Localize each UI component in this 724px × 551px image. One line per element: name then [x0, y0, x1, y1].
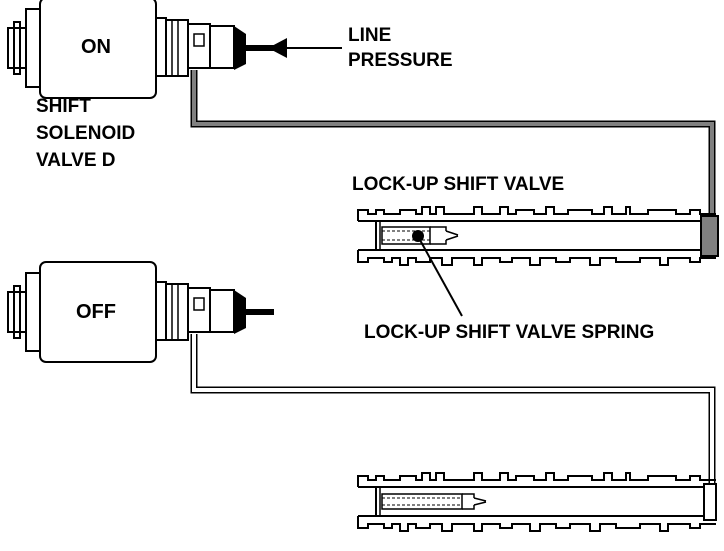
line-pressure-label-2: PRESSURE [348, 50, 453, 71]
lockup-shift-valve-title: LOCK-UP SHIFT VALVE [352, 174, 564, 195]
shift-solenoid-valve-d-off [8, 262, 274, 362]
line-pressure-arrow [268, 38, 342, 58]
line-pressure-label-1: LINE [348, 25, 391, 46]
pressurized-passage [190, 70, 716, 216]
solenoid-name-line-1: SHIFT [36, 96, 91, 117]
lockup-shift-valve-spring-label: LOCK-UP SHIFT VALVE SPRING [364, 322, 654, 343]
solenoid-off-state-label: OFF [76, 301, 116, 323]
spring-leader-line [419, 239, 463, 317]
solenoid-name-line-2: SOLENOID [36, 123, 135, 144]
drained-passage [190, 334, 716, 484]
lockup-shift-valve-lower [357, 472, 717, 532]
lockup-shift-valve-upper [357, 206, 719, 266]
solenoid-name-line-3: VALVE D [36, 150, 116, 171]
shift-solenoid-valve-d [8, 0, 274, 98]
solenoid-on-state-label: ON [81, 36, 111, 58]
